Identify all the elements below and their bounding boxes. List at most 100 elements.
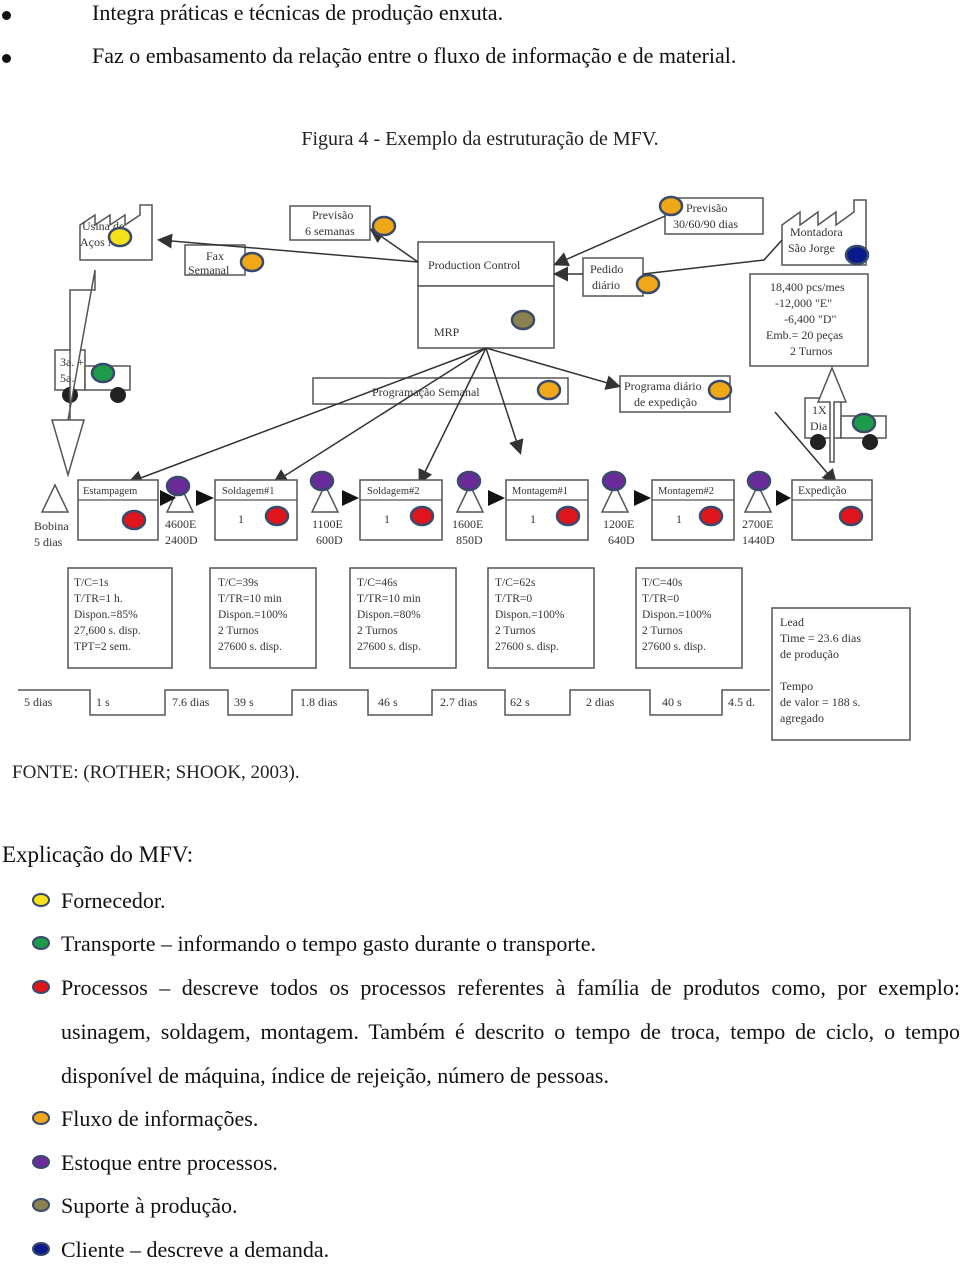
data-box xyxy=(487,567,595,669)
value-time-label: Tempo xyxy=(780,679,813,693)
legend-item: Fornecedor. xyxy=(30,879,960,923)
demand-label: 18,400 pcs/mes xyxy=(770,280,845,294)
explanation-title: Explicação do MFV: xyxy=(2,842,194,867)
timeline-label: 2.7 dias xyxy=(440,695,478,709)
data-box-line: 2 Turnos xyxy=(218,625,259,637)
data-box-line: T/C=1s xyxy=(74,577,109,589)
inventory-marker-icon xyxy=(746,470,772,492)
legend-item: Cliente – descreve a demanda. xyxy=(30,1228,960,1272)
inventory-label: 2400D xyxy=(165,533,198,547)
demand-label: -12,000 "E" xyxy=(775,296,832,310)
truck-label: 1X xyxy=(812,403,827,417)
data-box-line: 27600 s. disp. xyxy=(357,641,421,653)
timeline-label: 5 dias xyxy=(24,695,53,709)
inventory-label: 1600E xyxy=(452,517,483,531)
inventory-triangle-icon xyxy=(600,483,630,513)
forecast-label: 30/60/90 dias xyxy=(673,217,738,231)
process-box xyxy=(77,479,159,541)
bullet-dot-icon xyxy=(2,11,11,20)
process-legend-dot-icon xyxy=(32,980,50,994)
legend-item: Estoque entre processos. xyxy=(30,1141,960,1185)
lead-time-label: de produção xyxy=(780,647,839,661)
value-stream-map: Usina de Aços NC Fax Semanal Previsão 6 … xyxy=(18,195,911,741)
value-time-label: de valor = 188 s. xyxy=(780,695,860,709)
forecast-label: Previsão xyxy=(312,208,353,222)
inventory-marker-icon xyxy=(165,475,191,497)
customer-legend-dot-icon xyxy=(32,1242,50,1256)
data-box-line: T/C=62s xyxy=(495,577,536,589)
support-marker-icon xyxy=(510,309,536,331)
process-name: Soldagem#1 xyxy=(222,486,275,497)
inventory-triangle-icon xyxy=(743,483,773,513)
daily-order-box xyxy=(582,257,644,297)
inventory-label: 1440D xyxy=(742,533,775,547)
support-legend-dot-icon xyxy=(32,1198,50,1212)
data-box-line: 27,600 s. disp. xyxy=(74,625,141,637)
data-box xyxy=(349,567,457,669)
data-box-line: T/TR=0 xyxy=(495,593,532,605)
operator-count: 1 xyxy=(530,512,536,526)
process-name: Estampagem xyxy=(83,486,137,497)
information-legend-dot-icon xyxy=(32,1111,50,1125)
data-box-line: T/TR=10 min xyxy=(357,593,421,605)
information-marker-icon xyxy=(635,273,661,295)
transport-legend-dot-icon xyxy=(32,936,50,950)
process-marker-icon xyxy=(409,505,435,527)
data-box-line: T/TR=0 xyxy=(642,593,679,605)
lead-time-label: Time = 23.6 dias xyxy=(780,631,861,645)
customer-marker-icon xyxy=(844,244,870,266)
inventory-label: 600D xyxy=(316,533,343,547)
legend-item: Processos – descreve todos os processos … xyxy=(30,966,960,1098)
data-box-line: 2 Turnos xyxy=(357,625,398,637)
daily-order-label: diário xyxy=(592,278,620,292)
supplier-legend-dot-icon xyxy=(32,893,50,907)
inventory-marker-icon xyxy=(309,470,335,492)
data-box-line: T/C=39s xyxy=(218,577,259,589)
demand-box xyxy=(749,273,869,367)
timeline-label: 4.5 d. xyxy=(728,695,755,709)
truck-label: Dia xyxy=(810,419,828,433)
data-box-line: T/C=40s xyxy=(642,577,683,589)
data-box-line: T/TR=10 min xyxy=(218,593,282,605)
demand-label: -6,400 "D" xyxy=(784,312,837,326)
data-box-line: Dispon.=85% xyxy=(74,609,138,621)
truck-label: 5a. xyxy=(60,371,74,385)
data-box-line: 2 Turnos xyxy=(642,625,683,637)
operator-count: 1 xyxy=(384,512,390,526)
process-name: Expedição xyxy=(798,485,847,497)
timeline-label: 40 s xyxy=(662,695,682,709)
data-box-line: Dispon.=100% xyxy=(218,609,288,621)
timeline-label: 39 s xyxy=(234,695,254,709)
information-marker-icon xyxy=(371,215,397,237)
mrp-label: MRP xyxy=(434,325,460,339)
inventory-marker-icon xyxy=(456,470,482,492)
figure-caption: Figura 4 - Exemplo da estruturação de MF… xyxy=(301,128,659,150)
process-marker-icon xyxy=(555,505,581,527)
operator-count: 1 xyxy=(238,512,244,526)
inventory-triangle-icon xyxy=(40,483,70,513)
data-box-line: 2 Turnos xyxy=(495,625,536,637)
data-box xyxy=(635,567,743,669)
data-box-line: Dispon.=80% xyxy=(357,609,421,621)
production-control-label: Production Control xyxy=(428,258,521,272)
inventory-label: 4600E xyxy=(165,517,196,531)
process-marker-icon xyxy=(264,505,290,527)
inventory-label: 1100E xyxy=(312,517,343,531)
timeline-ladder xyxy=(18,689,770,716)
timeline-label: 1.8 dias xyxy=(300,695,338,709)
timeline-label: 46 s xyxy=(378,695,398,709)
daily-order-label: Pedido xyxy=(590,262,623,276)
fax-label: Semanal xyxy=(188,263,230,277)
inventory-label: 2700E xyxy=(742,517,773,531)
timeline-label: 2 dias xyxy=(586,695,615,709)
fax-label: Fax xyxy=(206,249,224,263)
shipping-schedule-label: de expedição xyxy=(634,395,697,409)
customer-factory-icon xyxy=(781,199,867,266)
inventory-label: 1200E xyxy=(603,517,634,531)
data-box-line: Dispon.=100% xyxy=(495,609,565,621)
legend-item: Suporte à produção. xyxy=(30,1184,960,1228)
lead-time-box xyxy=(771,607,911,741)
legend-item: Fluxo de informações. xyxy=(30,1097,960,1141)
information-marker-icon xyxy=(707,379,733,401)
customer-label: São Jorge xyxy=(788,241,835,255)
